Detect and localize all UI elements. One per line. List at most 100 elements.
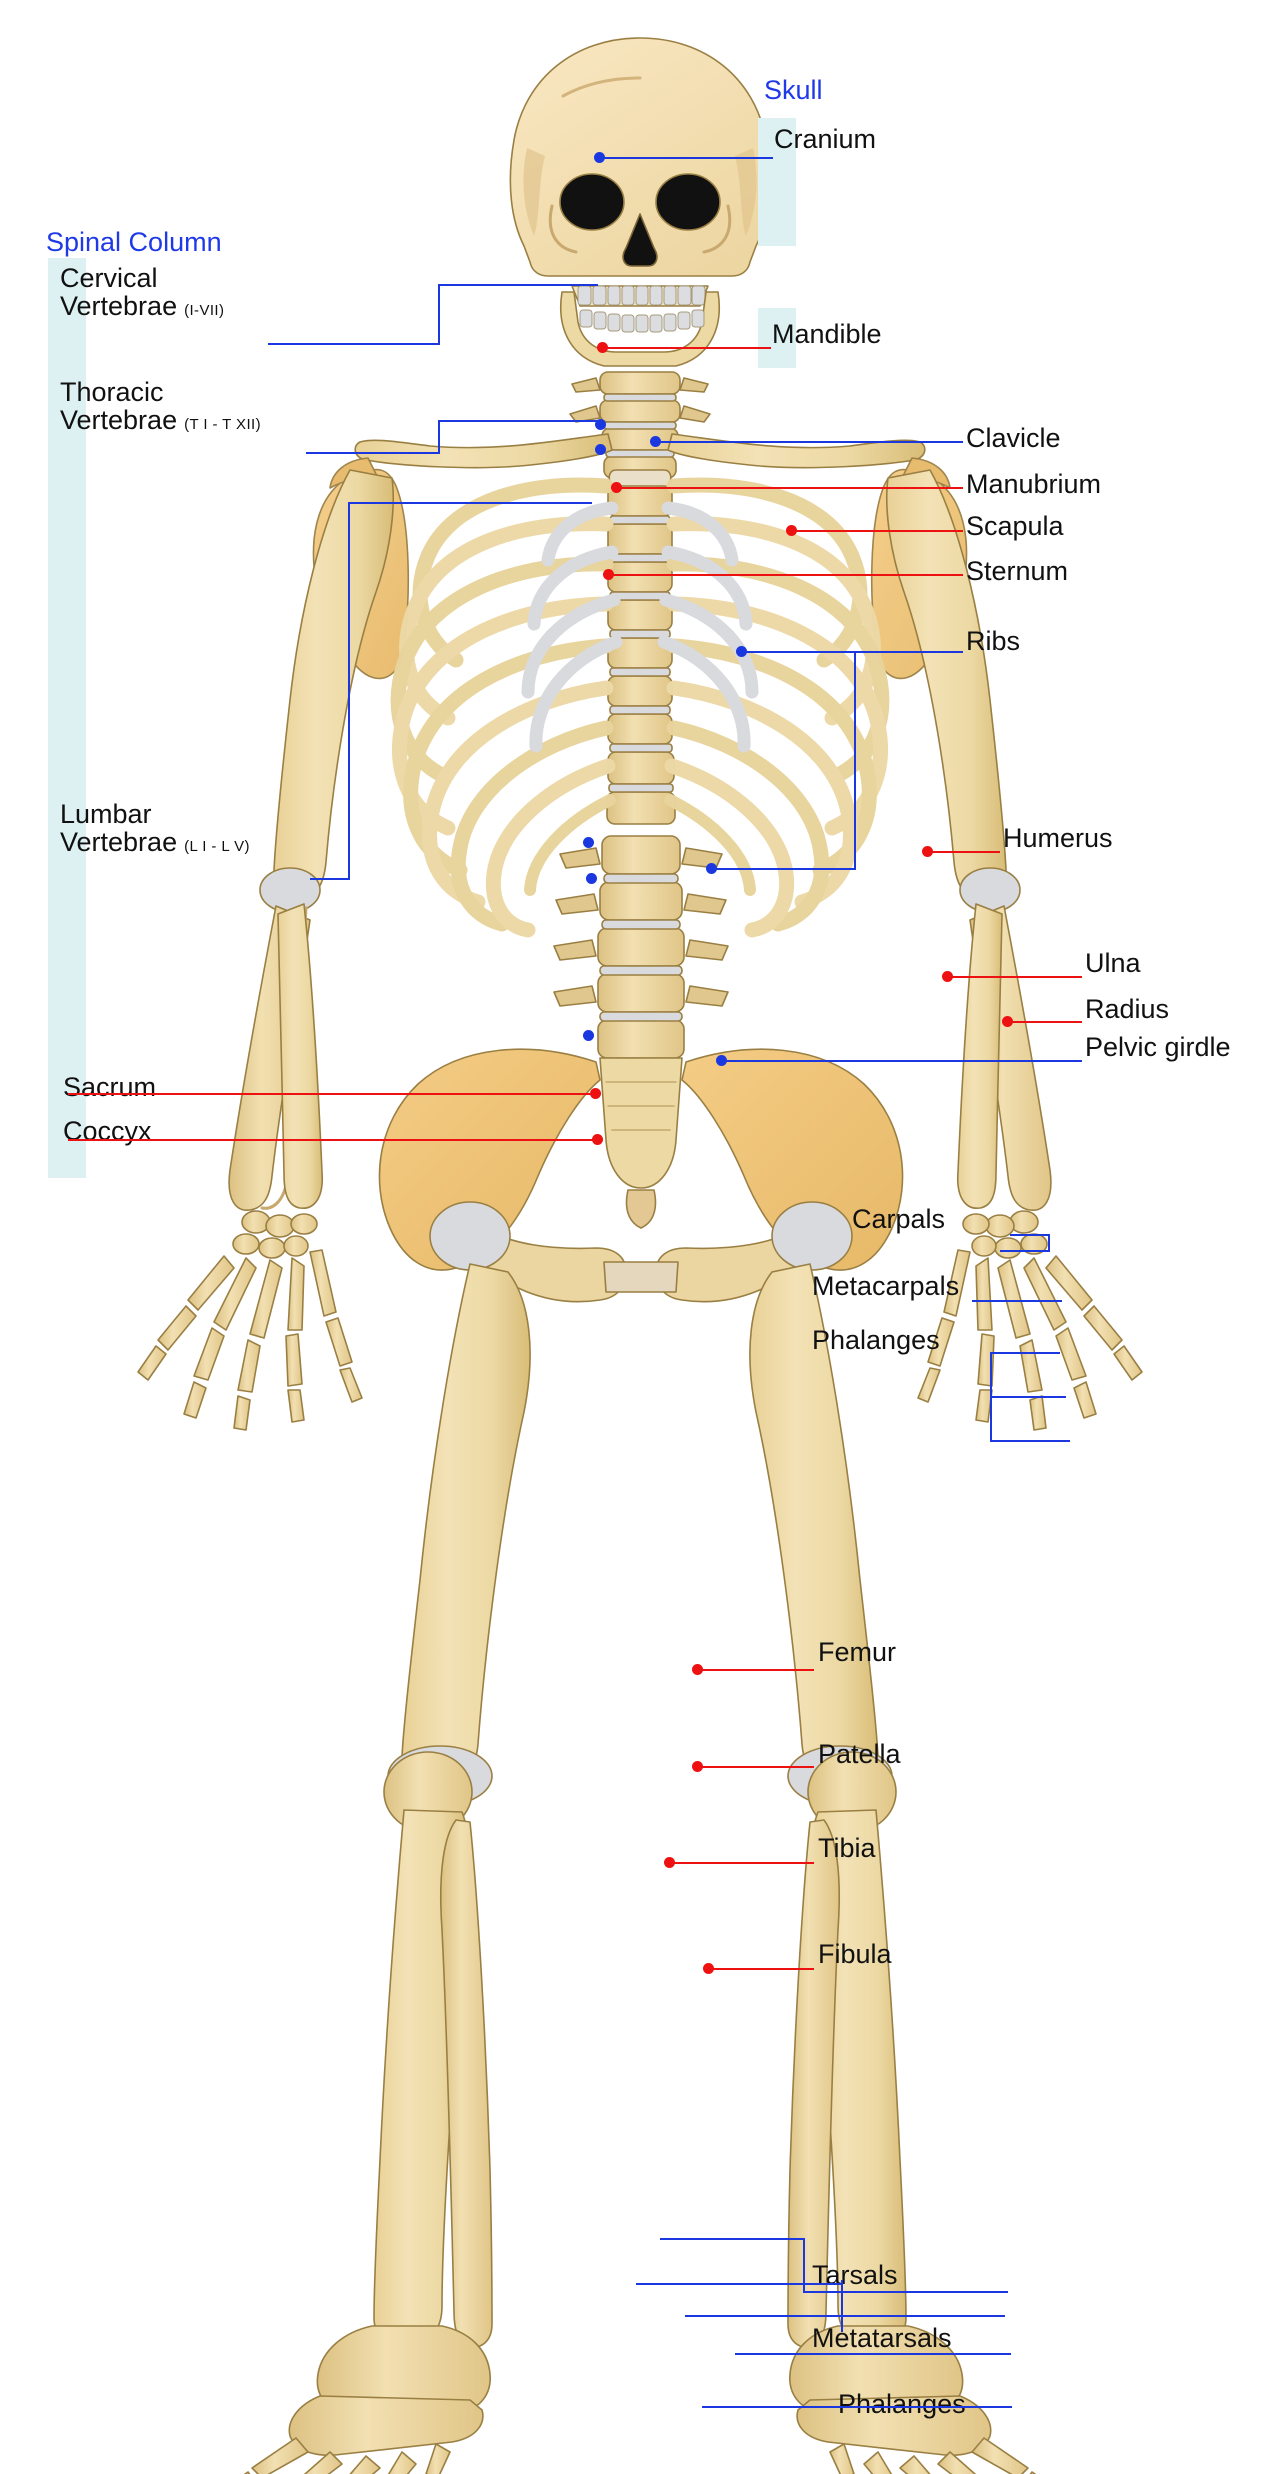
label-phalanges-foot: Phalanges (838, 2389, 966, 2419)
label-sternum: Sternum (966, 556, 1069, 586)
dot-cranium (594, 152, 605, 163)
leader-phalanges-hand-3 (990, 1440, 1070, 1442)
thoracic-line1: Thoracic (60, 377, 164, 407)
spine-label-cervical: Cervical Vertebrae (I-VII) (60, 264, 224, 321)
label-mandible: Mandible (772, 319, 882, 349)
dot-tibia (664, 1857, 675, 1868)
leader-phalanges-hand-2 (990, 1396, 1066, 1398)
label-metatarsals: Metatarsals (812, 2323, 952, 2353)
leader-humerus (930, 851, 1000, 853)
leader-phalanges-foot-2 (702, 2406, 1012, 2408)
label-pelvic-girdle: Pelvic girdle (1085, 1032, 1231, 1062)
label-clavicle: Clavicle (966, 423, 1061, 453)
spine-label-lumbar: Lumbar Vertebrae (L I - L V) (60, 800, 250, 857)
dot-scapula (786, 525, 797, 536)
leg-bones-art (243, 1263, 1037, 2474)
cervical-line1: Cervical (60, 263, 158, 293)
thoracic-range: (T I - T XII) (184, 416, 261, 434)
leader-ribs-bot (713, 868, 856, 870)
label-sacrum: Sacrum (63, 1072, 157, 1102)
cervical-line2: Vertebrae (60, 291, 178, 322)
leader-cranium (601, 157, 773, 159)
dot-ulna (942, 971, 953, 982)
dot-radius (1002, 1016, 1013, 1027)
label-metacarpals: Metacarpals (812, 1271, 960, 1301)
thoracic-spine-art (606, 485, 676, 825)
leader-mandible (605, 347, 771, 349)
lumbar-line2: Vertebrae (60, 827, 178, 858)
label-manubrium: Manubrium (966, 469, 1102, 499)
leader-thoracic-h (306, 452, 440, 454)
dot-fibula (703, 1963, 714, 1974)
leader-tarsals-v2 (841, 2280, 843, 2332)
leader-tarsals-h2 (803, 2291, 1008, 2293)
arm-bones-art (137, 469, 1143, 1431)
label-ribs: Ribs (966, 626, 1021, 656)
group-label-skull: Skull (764, 75, 823, 105)
label-coccyx: Coccyx (63, 1116, 152, 1146)
label-humerus: Humerus (1003, 823, 1113, 853)
leader-manubrium (619, 487, 963, 489)
label-tarsals: Tarsals (812, 2260, 898, 2290)
leader-clavicle (657, 441, 963, 443)
label-fibula: Fibula (818, 1939, 892, 1969)
dot-pelvic (716, 1055, 727, 1066)
leader-pelvic (724, 1060, 1082, 1062)
leader-sternum (611, 574, 963, 576)
dot-ribs-bot (706, 863, 717, 874)
leader-tarsals-h (660, 2238, 805, 2240)
dot-thoracic (595, 444, 606, 455)
dot-sternum (603, 569, 614, 580)
leader-ribs-v (854, 651, 856, 870)
skull-art (509, 37, 771, 367)
dot-cervical (595, 419, 606, 430)
dot-lumbar3 (583, 1030, 594, 1041)
leader-metacarpals (972, 1300, 1062, 1302)
leader-thoracic-top (438, 420, 598, 422)
label-femur: Femur (818, 1637, 897, 1667)
dot-ribs-top (736, 646, 747, 657)
dot-mandible (597, 342, 608, 353)
leader-carpals-h2 (1000, 1250, 1050, 1252)
spine-label-thoracic: Thoracic Vertebrae (T I - T XII) (60, 378, 261, 435)
label-patella: Patella (818, 1739, 901, 1769)
leader-carpals-h (1010, 1234, 1050, 1236)
leader-tibia (672, 1862, 814, 1864)
leader-tarsals-v (803, 2238, 805, 2293)
costal-cartilage-art (521, 501, 759, 753)
leader-thoracic-v (438, 420, 440, 454)
label-scapula: Scapula (966, 511, 1064, 541)
highlight-skull (758, 118, 796, 246)
leader-coccyx (68, 1139, 596, 1141)
label-radius: Radius (1085, 994, 1170, 1024)
dot-manubrium (611, 482, 622, 493)
leader-phalanges-hand-1 (990, 1352, 1060, 1354)
leader-femur (700, 1669, 814, 1671)
leader-ulna (950, 976, 1082, 978)
dot-clavicle (650, 436, 661, 447)
lumbar-line1: Lumbar (60, 799, 152, 829)
leader-cervical-h (268, 343, 440, 345)
leader-sacrum (68, 1093, 594, 1095)
leader-patella (700, 1766, 814, 1768)
leader-tarsals-h3 (636, 2283, 843, 2285)
pelvis-art (378, 1048, 904, 1303)
leader-lumbar-v (348, 502, 350, 880)
cervical-range: (I-VII) (184, 302, 225, 320)
label-tibia: Tibia (818, 1833, 876, 1863)
leader-metatarsals (685, 2315, 1005, 2317)
cervical-spine-art (569, 371, 711, 479)
lumbar-range: (L I - L V) (184, 838, 250, 856)
dot-lumbar2 (586, 873, 597, 884)
dot-sacrum (590, 1088, 601, 1099)
label-ulna: Ulna (1085, 948, 1141, 978)
lumbar-spine-art (553, 835, 729, 1059)
leader-carpals-v (1048, 1234, 1050, 1252)
leader-phalanges-foot-1 (735, 2353, 1011, 2355)
label-carpals: Carpals (852, 1204, 946, 1234)
leader-lumbar-h (310, 878, 350, 880)
leader-lumbar-top (348, 502, 592, 504)
leader-ribs-top (743, 651, 963, 653)
